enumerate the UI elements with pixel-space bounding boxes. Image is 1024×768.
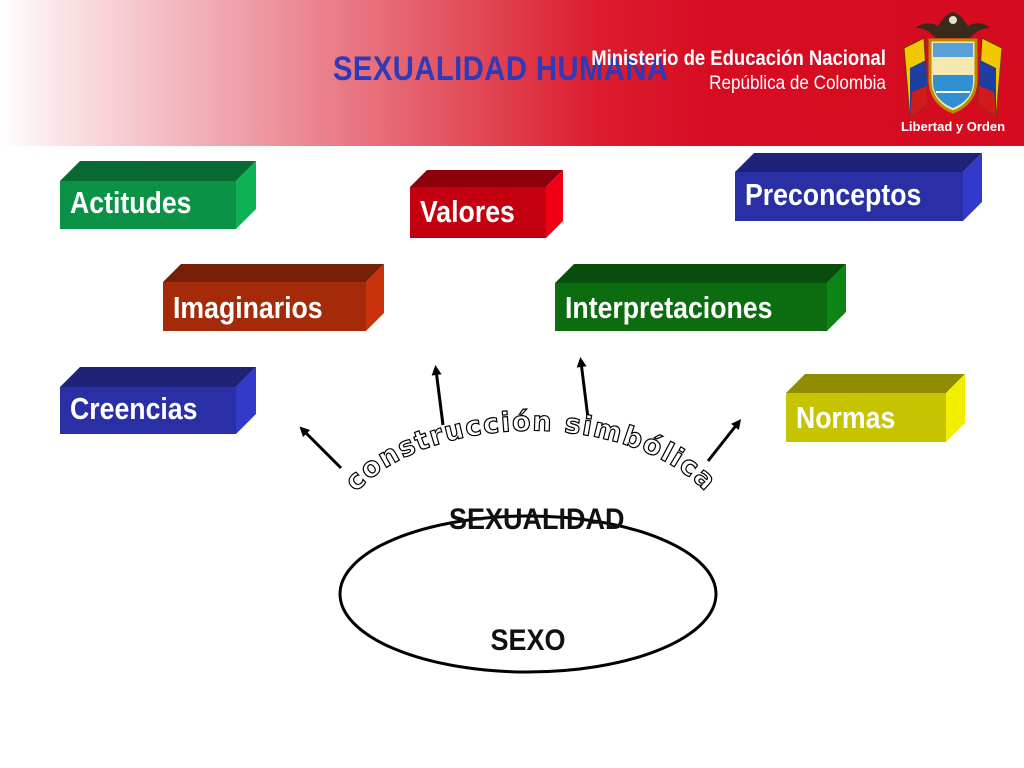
arrow-to-interpretaciones — [576, 357, 590, 419]
box-top-face — [60, 367, 256, 387]
box-front-face — [60, 181, 236, 229]
coat-of-arms-icon: Libertad y Orden — [901, 12, 1005, 134]
svg-text:Libertad y Orden: Libertad y Orden — [901, 119, 1005, 134]
box-front-face — [735, 172, 963, 221]
box-imaginarios: Imaginarios — [163, 264, 384, 331]
box-valores: Valores — [410, 170, 563, 238]
box-label-creencias: Creencias — [70, 391, 198, 426]
box-preconceptos: Preconceptos — [735, 153, 982, 221]
box-front-face — [555, 283, 827, 331]
box-label-valores: Valores — [420, 194, 515, 229]
arrow-to-imaginarios — [431, 365, 445, 426]
box-label-preconceptos: Preconceptos — [745, 177, 922, 212]
ministry-name: Ministerio de Educación Nacional — [591, 47, 886, 70]
box-top-face — [555, 264, 846, 283]
box-front-face — [410, 187, 546, 238]
box-label-imaginarios: Imaginarios — [173, 290, 323, 325]
center-ellipse — [338, 514, 718, 674]
box-normas: Normas — [786, 374, 965, 442]
box-actitudes: Actitudes — [60, 161, 256, 229]
box-label-interpretaciones: Interpretaciones — [565, 290, 773, 325]
box-top-face — [60, 161, 256, 181]
box-side-face — [827, 264, 846, 331]
arc-label: construcción simbólica — [339, 406, 723, 497]
ministry-label: Ministerio de Educación Nacional Repúbli… — [551, 46, 886, 96]
box-side-face — [946, 374, 965, 442]
box-label-actitudes: Actitudes — [70, 185, 192, 220]
country-name: República de Colombia — [709, 73, 886, 94]
sexualidad-label: SEXUALIDAD — [449, 503, 625, 536]
slide-title: SEXUALIDAD HUMANA — [333, 50, 669, 88]
box-top-face — [410, 170, 563, 187]
arrow-to-normas — [706, 419, 742, 462]
box-front-face — [163, 282, 366, 331]
arrow-to-creencias — [299, 426, 343, 470]
box-side-face — [546, 170, 563, 238]
sexo-label: SEXO — [490, 624, 566, 657]
box-side-face — [236, 161, 256, 229]
box-front-face — [60, 387, 236, 434]
box-front-face — [786, 393, 946, 442]
box-top-face — [163, 264, 384, 282]
box-label-normas: Normas — [796, 400, 896, 435]
box-side-face — [236, 367, 256, 434]
box-interpretaciones: Interpretaciones — [555, 264, 846, 331]
box-side-face — [963, 153, 982, 221]
header-banner — [0, 0, 1024, 146]
box-top-face — [786, 374, 965, 393]
box-side-face — [366, 264, 384, 331]
box-top-face — [735, 153, 982, 172]
box-creencias: Creencias — [60, 367, 256, 434]
